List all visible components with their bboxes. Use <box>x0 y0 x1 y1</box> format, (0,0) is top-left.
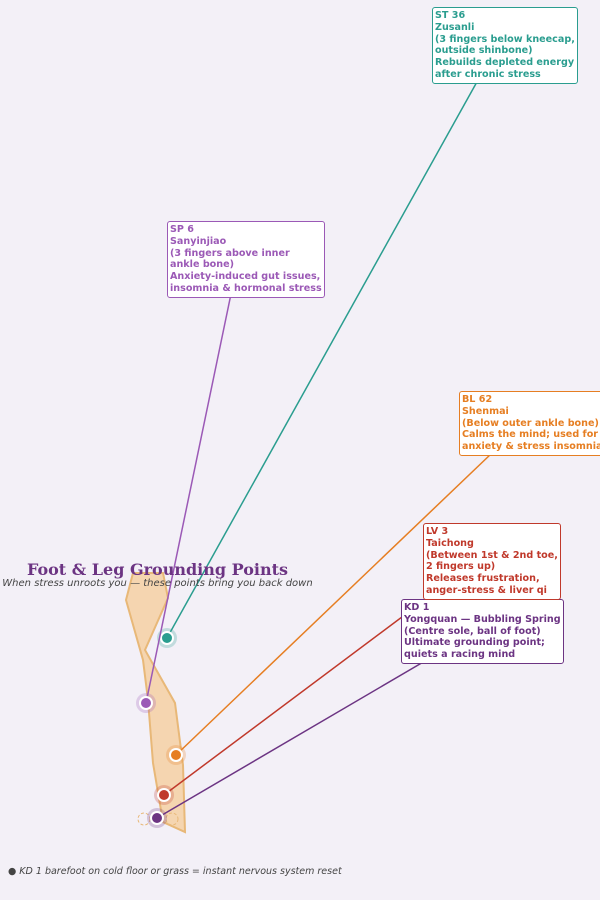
label-line: BL 62 <box>462 394 493 405</box>
label-line: anxiety & stress insomnia <box>462 441 600 453</box>
label-line: Calms the mind; used for <box>462 429 599 441</box>
label-line: Zusanli <box>435 21 475 33</box>
st36-leader-line <box>166 79 479 639</box>
label-line: Ultimate grounding point; <box>404 637 545 649</box>
lv3-leader-line <box>163 595 431 796</box>
label-line: ankle bone) <box>170 259 234 271</box>
footer-note: ● KD 1 barefoot on cold floor or grass =… <box>8 866 342 877</box>
st36-point-marker <box>162 633 172 643</box>
toe-outline <box>137 812 151 826</box>
label-line: outside shinbone) <box>435 45 533 57</box>
bl62-point-marker <box>171 750 181 760</box>
label-line: (Below outer ankle bone) <box>462 417 599 429</box>
label-line: (3 fingers below kneecap, <box>435 33 575 45</box>
toe-outline <box>165 812 179 826</box>
label-line: Taichong <box>426 537 474 549</box>
subtitle: When stress unroots you — these points b… <box>2 578 313 589</box>
sp6-leader-line <box>145 293 232 704</box>
page-title: Foot & Leg Grounding Points <box>26 560 289 579</box>
lv3-point-marker <box>159 790 169 800</box>
label-line: Shenmai <box>462 405 509 417</box>
label-line: Releases frustration, <box>426 573 540 585</box>
label-line: 2 fingers up) <box>426 561 496 573</box>
bl62-leader-line <box>175 452 493 756</box>
label-line: ST 36 <box>435 10 466 21</box>
label-line: LV 3 <box>426 526 449 537</box>
label-line: quiets a racing mind <box>404 649 516 661</box>
label-line: Rebuilds depleted energy <box>435 57 575 69</box>
label-line: SP 6 <box>170 224 194 235</box>
label-line: KD 1 <box>404 602 430 613</box>
label-line: anger-stress & liver qi <box>426 584 547 596</box>
label-line: (Centre sole, ball of foot) <box>404 625 541 637</box>
label-line: Yongquan — Bubbling Spring <box>404 613 561 625</box>
sp6-point-marker <box>141 698 151 708</box>
label-line: after chronic stress <box>435 68 541 80</box>
kd1-leader-line <box>156 660 426 819</box>
label-line: Sanyinjiao <box>170 235 227 247</box>
label-line: insomnia & hormonal stress <box>170 282 322 294</box>
label-line: (Between 1st & 2nd toe, <box>426 549 558 561</box>
kd1-point-marker <box>152 813 162 823</box>
label-line: (3 fingers above inner <box>170 247 290 259</box>
label-line: Anxiety-induced gut issues, <box>170 271 321 283</box>
